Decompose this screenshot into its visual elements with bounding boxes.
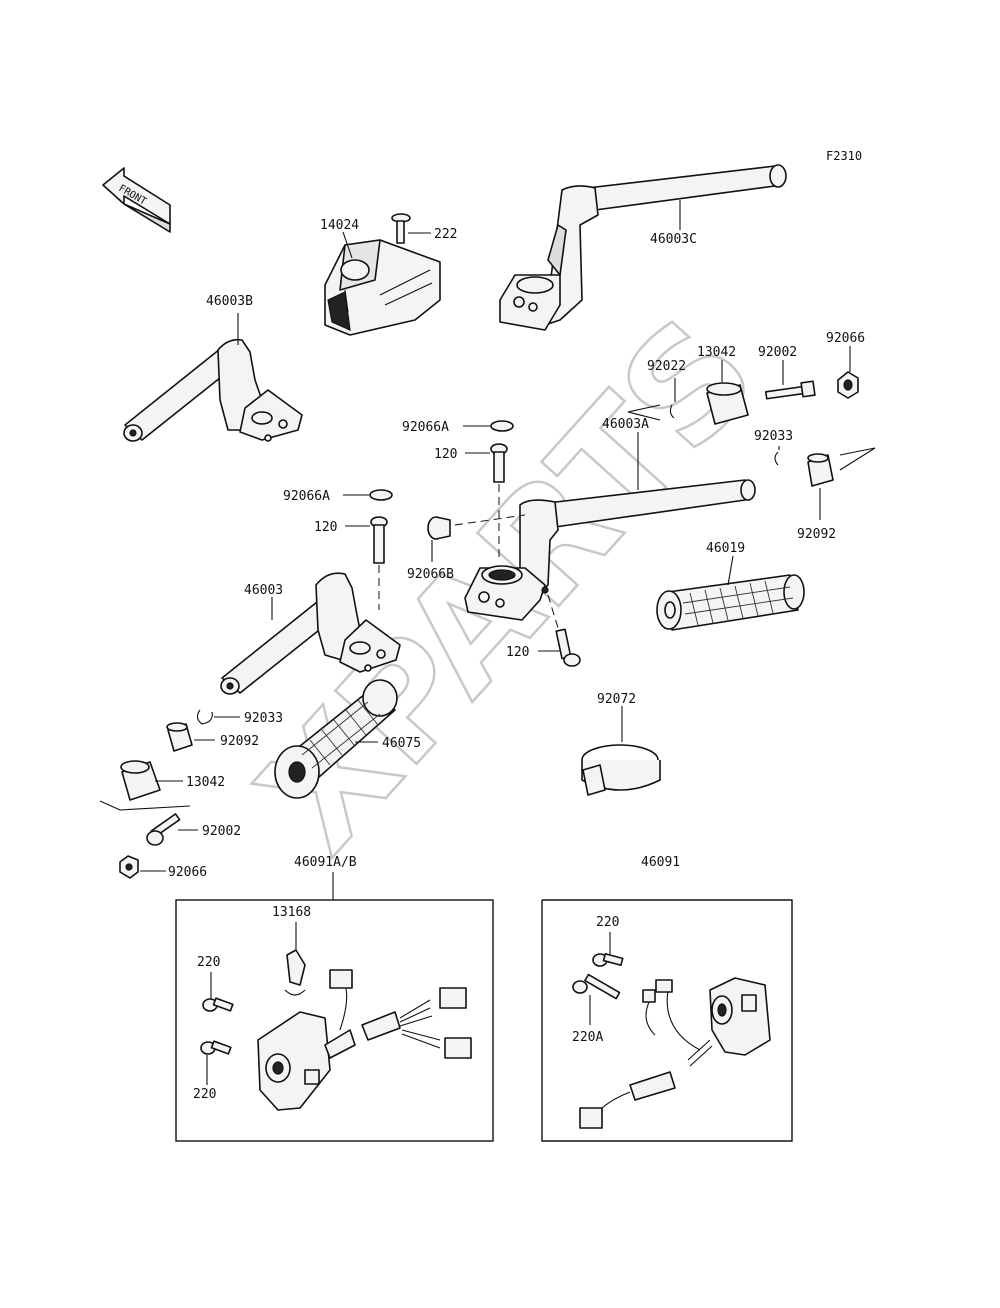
part-46003B-handlebar	[123, 338, 303, 442]
label-46003: 46003	[244, 583, 283, 598]
part-92002-bolt-right	[764, 380, 816, 400]
part-92033-clip-right	[774, 451, 779, 466]
part-switch-housing-right	[642, 977, 771, 1067]
arrow-right-set-icon	[627, 404, 661, 421]
label-13042-left: 13042	[186, 775, 225, 790]
label-92033-right: 92033	[754, 429, 793, 444]
label-120-2: 120	[314, 520, 337, 535]
label-220-a: 220	[197, 955, 220, 970]
label-92066A-2: 92066A	[283, 489, 330, 504]
part-220-screw-a	[202, 997, 234, 1012]
arrow-right-set-icon-2	[839, 447, 876, 471]
label-92022: 92022	[647, 359, 686, 374]
front-arrow-icon: FRONT	[102, 167, 171, 233]
part-switch-housing-left	[257, 969, 356, 1111]
label-92033-left: 92033	[244, 711, 283, 726]
part-222-screw	[391, 213, 411, 244]
label-46091AB: 46091A/B	[294, 855, 357, 870]
part-46075-grip	[274, 679, 398, 799]
label-92002-right: 92002	[758, 345, 797, 360]
switch-box-46091	[541, 899, 793, 1142]
label-13168: 13168	[272, 905, 311, 920]
label-220-c: 220	[596, 915, 619, 930]
label-46003C: 46003C	[650, 232, 697, 247]
label-46075: 46075	[382, 736, 421, 751]
switch-box-46091AB	[175, 899, 494, 1142]
label-92092-left: 92092	[220, 734, 259, 749]
part-46019-grip	[656, 574, 805, 631]
part-14024-cover	[324, 239, 441, 336]
part-wiring-harness-right	[579, 1071, 676, 1129]
part-120-bolt-2	[370, 516, 388, 564]
part-92033-clip-left	[196, 709, 213, 725]
part-220-screw-b	[200, 1040, 232, 1055]
label-46003A: 46003A	[602, 417, 649, 432]
label-92002-left: 92002	[202, 824, 241, 839]
part-46003C-handlebar	[499, 164, 787, 331]
part-92066A-washer-2	[369, 489, 393, 501]
part-92022-clip	[669, 404, 675, 419]
part-92092-collar-left	[166, 722, 193, 752]
diagram-ref-code: F2310	[826, 149, 862, 163]
part-13168-clip	[284, 949, 306, 996]
label-46003B: 46003B	[206, 294, 253, 309]
part-13042-weight-right	[706, 382, 749, 425]
part-92072-band	[581, 744, 661, 796]
part-120-bolt-3	[555, 628, 581, 667]
part-wiring-harness-left	[361, 987, 472, 1059]
label-92092-right: 92092	[797, 527, 836, 542]
part-92066-nut-left	[119, 855, 139, 879]
label-220A: 220A	[572, 1030, 603, 1045]
label-92066-left: 92066	[168, 865, 207, 880]
label-120-1: 120	[434, 447, 457, 462]
arrow-left-set-icon	[99, 800, 191, 811]
part-220A-screw	[572, 973, 621, 1000]
label-46019: 46019	[706, 541, 745, 556]
part-92066A-washer-1	[490, 420, 514, 432]
part-46003-handlebar	[220, 572, 401, 695]
part-46003A-handlebar	[464, 479, 756, 621]
part-92092-collar-right	[807, 453, 834, 487]
label-46091: 46091	[641, 855, 680, 870]
label-92066A-1: 92066A	[402, 420, 449, 435]
label-92072: 92072	[597, 692, 636, 707]
label-220-b: 220	[193, 1087, 216, 1102]
label-13042-right: 13042	[697, 345, 736, 360]
label-14024: 14024	[320, 218, 359, 233]
part-92066B-plug	[427, 516, 451, 540]
label-92066-right: 92066	[826, 331, 865, 346]
label-222: 222	[434, 227, 457, 242]
part-13042-weight-left	[120, 760, 161, 801]
part-92066-nut-right	[837, 371, 859, 399]
part-120-bolt-1	[490, 443, 508, 483]
part-92002-bolt-left	[146, 813, 181, 846]
label-120-3: 120	[506, 645, 529, 660]
part-220-screw-c	[592, 953, 624, 967]
label-92066B: 92066B	[407, 567, 454, 582]
